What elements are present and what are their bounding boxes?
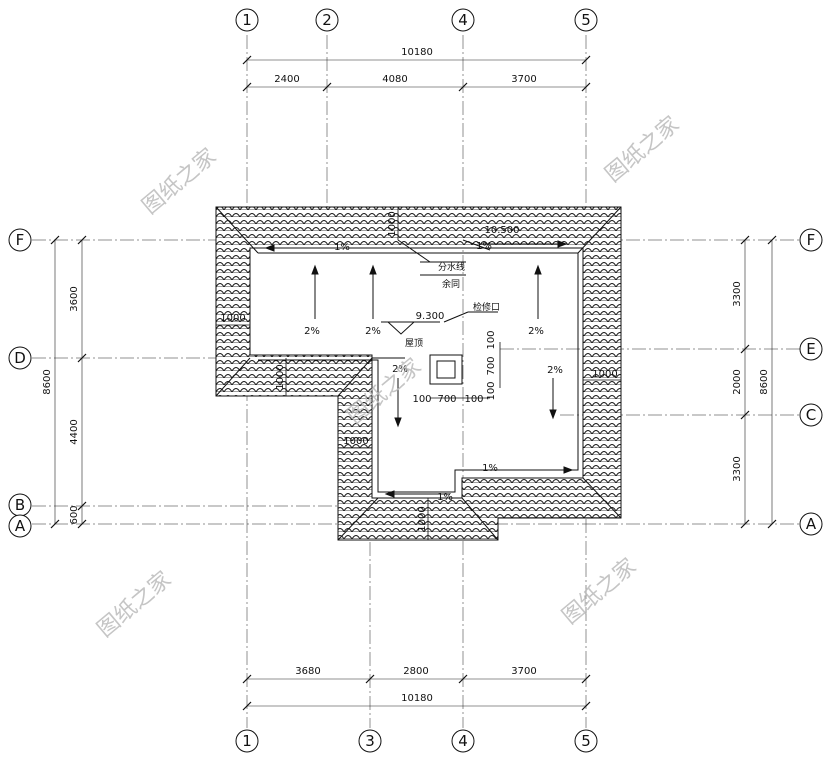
dimension-lines xyxy=(50,55,777,711)
slope-label: 2% xyxy=(365,326,381,337)
roof-lines xyxy=(215,206,622,541)
axis-label: C xyxy=(806,406,816,424)
dim-bottom-seg: 2800 xyxy=(403,666,428,677)
axis-bubbles-top: 1 2 4 5 xyxy=(235,8,598,32)
dim-bottom-total: 10180 xyxy=(401,693,433,704)
dim-left-total: 8600 xyxy=(42,369,53,394)
dim-eave-inner: 1000 xyxy=(343,436,368,447)
slope-label: 1% xyxy=(482,463,498,474)
ridge-elevation: 10.500 xyxy=(485,225,520,236)
roof-top-note: 屋顶 xyxy=(405,338,423,349)
axis-label: 4 xyxy=(458,11,468,29)
slope-label: 2% xyxy=(528,326,544,337)
axis-label: F xyxy=(807,231,816,249)
axis-label: 2 xyxy=(322,11,332,29)
watermark: 图纸之家 xyxy=(93,567,176,643)
axis-label: 1 xyxy=(242,11,252,29)
dim-bottom-seg: 3680 xyxy=(295,666,320,677)
axis-label: 3 xyxy=(365,732,375,750)
watermark: 图纸之家 xyxy=(558,554,641,630)
dim-eave-bottom: 1000 xyxy=(417,506,428,531)
dim-hatch: 700 xyxy=(437,394,456,405)
axis-bubbles-bottom: 1 3 4 5 xyxy=(235,729,598,753)
elevation-marker xyxy=(386,321,416,335)
slope-label: 1% xyxy=(437,492,453,503)
axis-label: 4 xyxy=(458,732,468,750)
axis-label: B xyxy=(15,496,25,514)
same-note: 余同 xyxy=(442,278,460,290)
axis-label: D xyxy=(14,349,26,367)
axis-label: 5 xyxy=(581,11,591,29)
watermark: 图纸之家 xyxy=(601,112,684,188)
dim-hatch: 100 xyxy=(412,394,431,405)
hatch-inner xyxy=(436,360,456,379)
dim-hatch: 100 xyxy=(464,394,483,405)
dim-eave-right: 1000 xyxy=(592,369,617,380)
dim-hatch-v: 100 xyxy=(486,381,497,400)
dim-left-seg: 600 xyxy=(69,505,80,524)
axis-label: A xyxy=(15,517,26,535)
dim-eave-left-lower: 1000 xyxy=(275,364,286,389)
dim-left-seg: 4400 xyxy=(69,419,80,444)
watermark: 图纸之家 xyxy=(138,144,221,220)
annotations: 1% 1% 1% 1% 2% 2% 2% 2% 2% 10.500 9.300 … xyxy=(304,225,563,503)
axis-label: 5 xyxy=(581,732,591,750)
dim-eave-top: 1000 xyxy=(387,211,398,236)
axis-bubbles-left: F D B A xyxy=(8,228,32,538)
axis-label: A xyxy=(806,515,817,533)
hatch-outline xyxy=(429,354,463,385)
dim-left-seg: 3600 xyxy=(69,286,80,311)
dim-top-seg: 4080 xyxy=(382,74,407,85)
dim-right-seg: 3300 xyxy=(732,456,743,481)
dim-hatch-v: 700 xyxy=(486,356,497,375)
axis-label: E xyxy=(806,340,815,358)
slope-arrows xyxy=(264,240,574,498)
slope-label: 2% xyxy=(392,364,408,375)
dim-right-total: 8600 xyxy=(759,369,770,394)
dim-top-total: 10180 xyxy=(401,47,433,58)
dim-top-seg: 3700 xyxy=(511,74,536,85)
dim-hatch-v: 100 xyxy=(486,330,497,349)
hatch-note: 检修口 xyxy=(473,301,500,313)
eave-dimension-lines xyxy=(216,207,621,540)
dim-right-seg: 3300 xyxy=(732,281,743,306)
watershed-note: 分水线 xyxy=(438,261,465,273)
dim-top-seg: 2400 xyxy=(274,74,299,85)
dimension-texts: 10180 2400 4080 3700 3680 2800 3700 1018… xyxy=(42,47,770,704)
slope-label: 2% xyxy=(547,365,563,376)
slope-label: 1% xyxy=(476,241,492,252)
slope-label: 2% xyxy=(304,326,320,337)
axis-label: 1 xyxy=(242,732,252,750)
dim-bottom-seg: 3700 xyxy=(511,666,536,677)
axis-label: F xyxy=(16,231,25,249)
slope-label: 1% xyxy=(334,242,350,253)
dim-eave-left: 1000 xyxy=(220,313,245,324)
axis-bubbles-right: F E C A xyxy=(799,228,823,536)
roof-elevation: 9.300 xyxy=(416,311,445,322)
dim-right-seg: 2000 xyxy=(732,369,743,394)
